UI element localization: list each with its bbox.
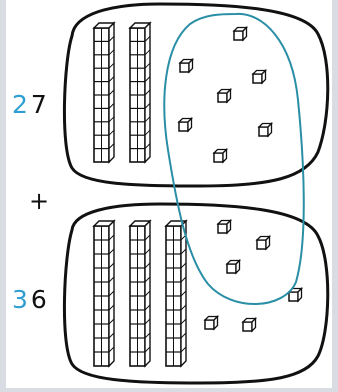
unit-cubes-layer [177,25,304,333]
bottom-number-tens-digit: 3 [12,285,28,314]
unit-cube-icon [216,87,233,104]
unit-cube-icon [251,68,268,85]
unit-cube-icon [241,316,258,333]
bottom-number-ones-digit: 6 [30,285,47,314]
unit-cube-icon [255,234,272,251]
top-number-tens-digit: 2 [12,90,28,119]
unit-cube-icon [177,116,194,133]
unit-cube-icon [232,25,249,42]
regrouping-loop [163,12,305,305]
ten-rod-icon [92,21,116,164]
unit-cube-icon [225,258,242,275]
plus-sign: + [29,187,50,215]
unit-cube-icon [178,57,195,74]
bottom-group-outline [62,202,330,385]
ten-rods-layer [92,21,188,368]
unit-cube-icon [203,314,220,331]
top-number-ones-digit: 7 [30,90,47,119]
top-group-outline [62,2,330,188]
ten-rod-icon [128,21,152,164]
unit-cube-icon [212,147,229,164]
unit-cube-icon [257,121,274,138]
ten-rod-icon [92,219,116,368]
ten-rod-icon [164,219,188,368]
ten-rod-icon [128,219,152,368]
unit-cube-icon [216,218,233,235]
